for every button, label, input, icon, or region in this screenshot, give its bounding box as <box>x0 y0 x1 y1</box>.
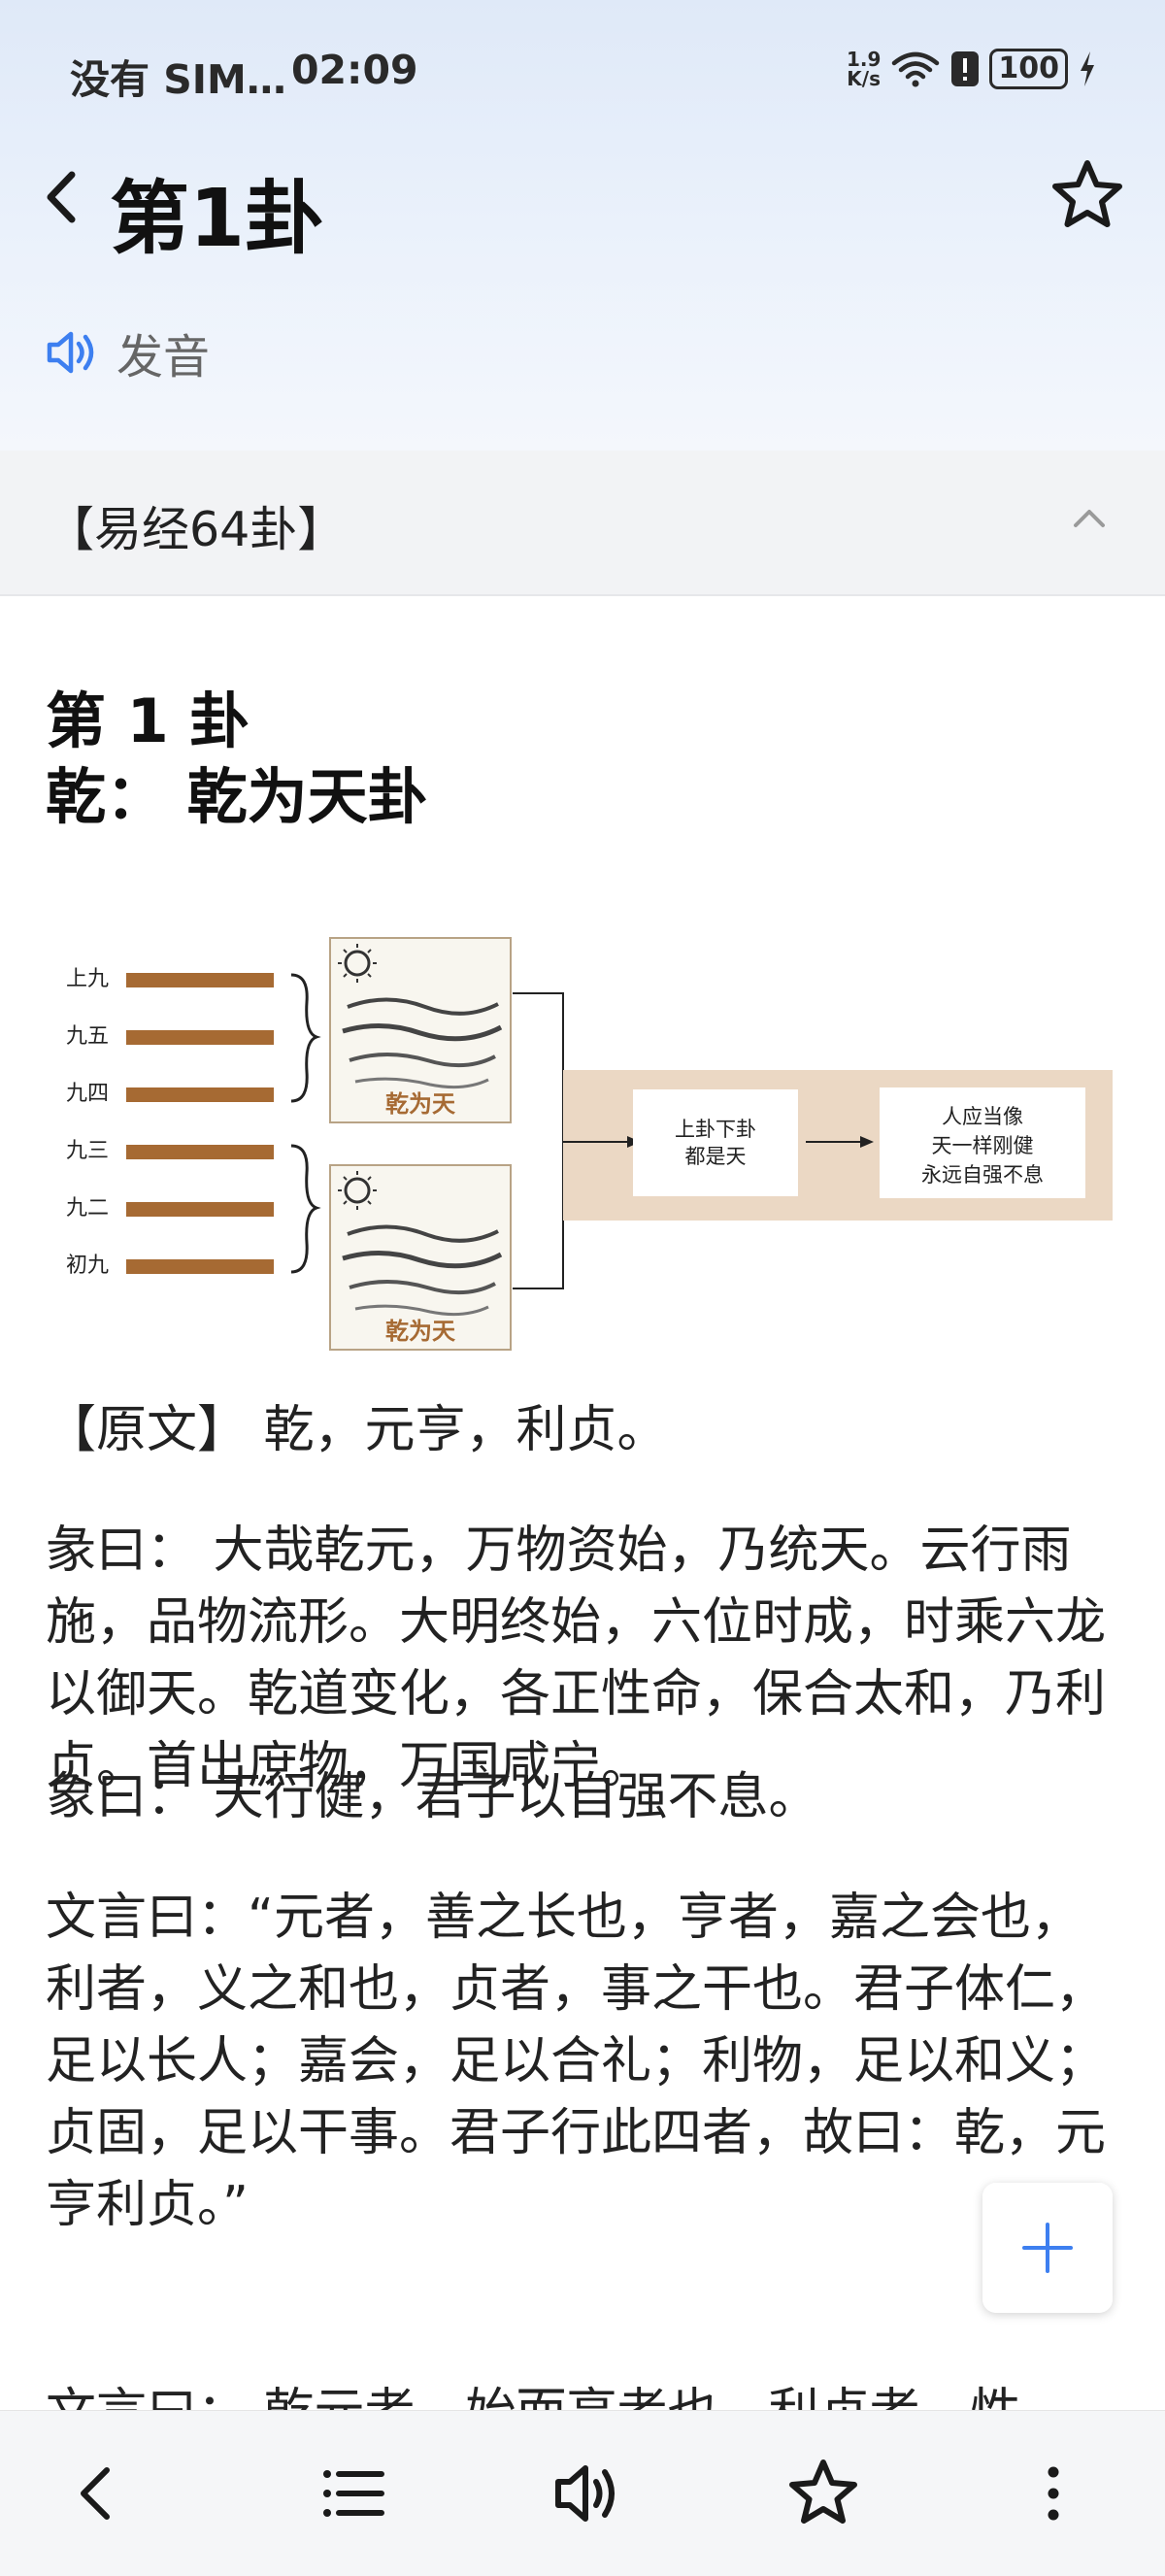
article-heading: 第 1 卦 乾： 乾为天卦 <box>46 684 428 835</box>
box-upper-lower <box>633 1089 798 1196</box>
article-content: 第 1 卦 乾： 乾为天卦 上九 九五 九四 九三 九二 初九 乾为天 <box>0 594 1165 2410</box>
section-header[interactable]: 【易经64卦】 <box>0 451 1165 596</box>
pronounce-button[interactable]: 发音 <box>45 323 210 385</box>
list-icon[interactable] <box>314 2455 391 2532</box>
star-outline-icon[interactable] <box>784 2455 862 2532</box>
yang-line <box>126 1259 274 1274</box>
trigram-caption-upper: 乾为天 <box>385 1090 455 1118</box>
wifi-icon <box>892 51 940 87</box>
yang-line <box>126 1145 274 1159</box>
box2-line-1: 人应当像 <box>942 1105 1023 1128</box>
clock: 02:09 <box>291 47 418 93</box>
net-speed: 1.9 K/s <box>846 48 882 90</box>
back-chevron-icon[interactable] <box>58 2455 136 2532</box>
yang-line <box>126 1087 274 1102</box>
box2-line-2: 天一样刚健 <box>932 1134 1034 1157</box>
status-bar: 没有 SIM… 02:09 1.9 K/s 100 <box>70 39 1097 103</box>
arrow-2-head <box>860 1136 874 1148</box>
more-vertical-icon[interactable] <box>1015 2455 1092 2532</box>
brace-lower <box>290 1144 321 1274</box>
paragraph-wenyan-1: 文言曰：“元者，善之长也，亨者，嘉之会也，利者，义之和也，贞者，事之干也。君子体… <box>46 1889 1107 2234</box>
plus-icon <box>1022 2223 1073 2273</box>
section-title: 【易经64卦】 <box>47 502 346 557</box>
paragraph-wenyan-2: 文言曰： 乾元者，始而亨者也，利贞者，性 <box>46 2377 1123 2410</box>
line-label: 初九 <box>66 1254 109 1278</box>
line-label: 九四 <box>66 1082 109 1106</box>
header-area: 没有 SIM… 02:09 1.9 K/s 100 <box>0 0 1165 451</box>
hexagram-diagram: 上九 九五 九四 九三 九二 初九 乾为天 <box>66 937 1113 1351</box>
yang-line <box>126 1202 274 1217</box>
brace-upper <box>290 973 321 1103</box>
line-label: 九三 <box>66 1139 109 1163</box>
line-label: 上九 <box>66 967 109 991</box>
title-bar: 第1卦 <box>0 146 1165 265</box>
line-label: 九五 <box>66 1024 109 1049</box>
carrier-text: 没有 SIM… <box>70 56 286 103</box>
box1-line-1: 上卦下卦 <box>675 1118 756 1141</box>
heading-line-1: 第 1 卦 <box>46 686 250 756</box>
paragraph-original: 【原文】 乾，元亨，利贞。 <box>46 1401 668 1459</box>
trigram-caption-lower: 乾为天 <box>385 1318 455 1345</box>
box1-line-2: 都是天 <box>685 1145 747 1168</box>
trigram-image-lower: 乾为天 <box>329 1164 512 1351</box>
back-chevron-icon[interactable] <box>39 163 87 231</box>
box2-line-3: 永远自强不息 <box>921 1163 1044 1187</box>
line-label: 九二 <box>66 1196 109 1221</box>
star-outline-icon[interactable] <box>1048 157 1126 235</box>
yang-line <box>126 1030 274 1045</box>
paragraph-tuan: 彖曰： 大哉乾元，万物资始，乃统天。云行雨施，品物流形。大明终始，六位时成，时乘… <box>46 1522 1107 1795</box>
yang-line <box>126 973 274 987</box>
pronounce-label: 发音 <box>116 330 211 385</box>
speaker-icon[interactable] <box>549 2455 626 2532</box>
alert-icon <box>951 51 980 86</box>
add-note-button[interactable] <box>982 2183 1113 2313</box>
charging-icon <box>1081 51 1094 86</box>
chevron-up-icon[interactable] <box>1070 504 1109 533</box>
box-meaning <box>880 1087 1085 1198</box>
battery-indicator: 100 <box>989 49 1068 89</box>
trigram-image-upper: 乾为天 <box>329 937 512 1123</box>
speaker-icon <box>47 331 94 374</box>
connector <box>513 992 564 1289</box>
bottom-toolbar <box>0 2410 1165 2576</box>
heading-line-2: 乾： 乾为天卦 <box>46 761 428 832</box>
paragraph-xiang: 象曰： 天行健，君子以自强不息。 <box>46 1768 819 1826</box>
page-title: 第1卦 <box>110 173 325 265</box>
